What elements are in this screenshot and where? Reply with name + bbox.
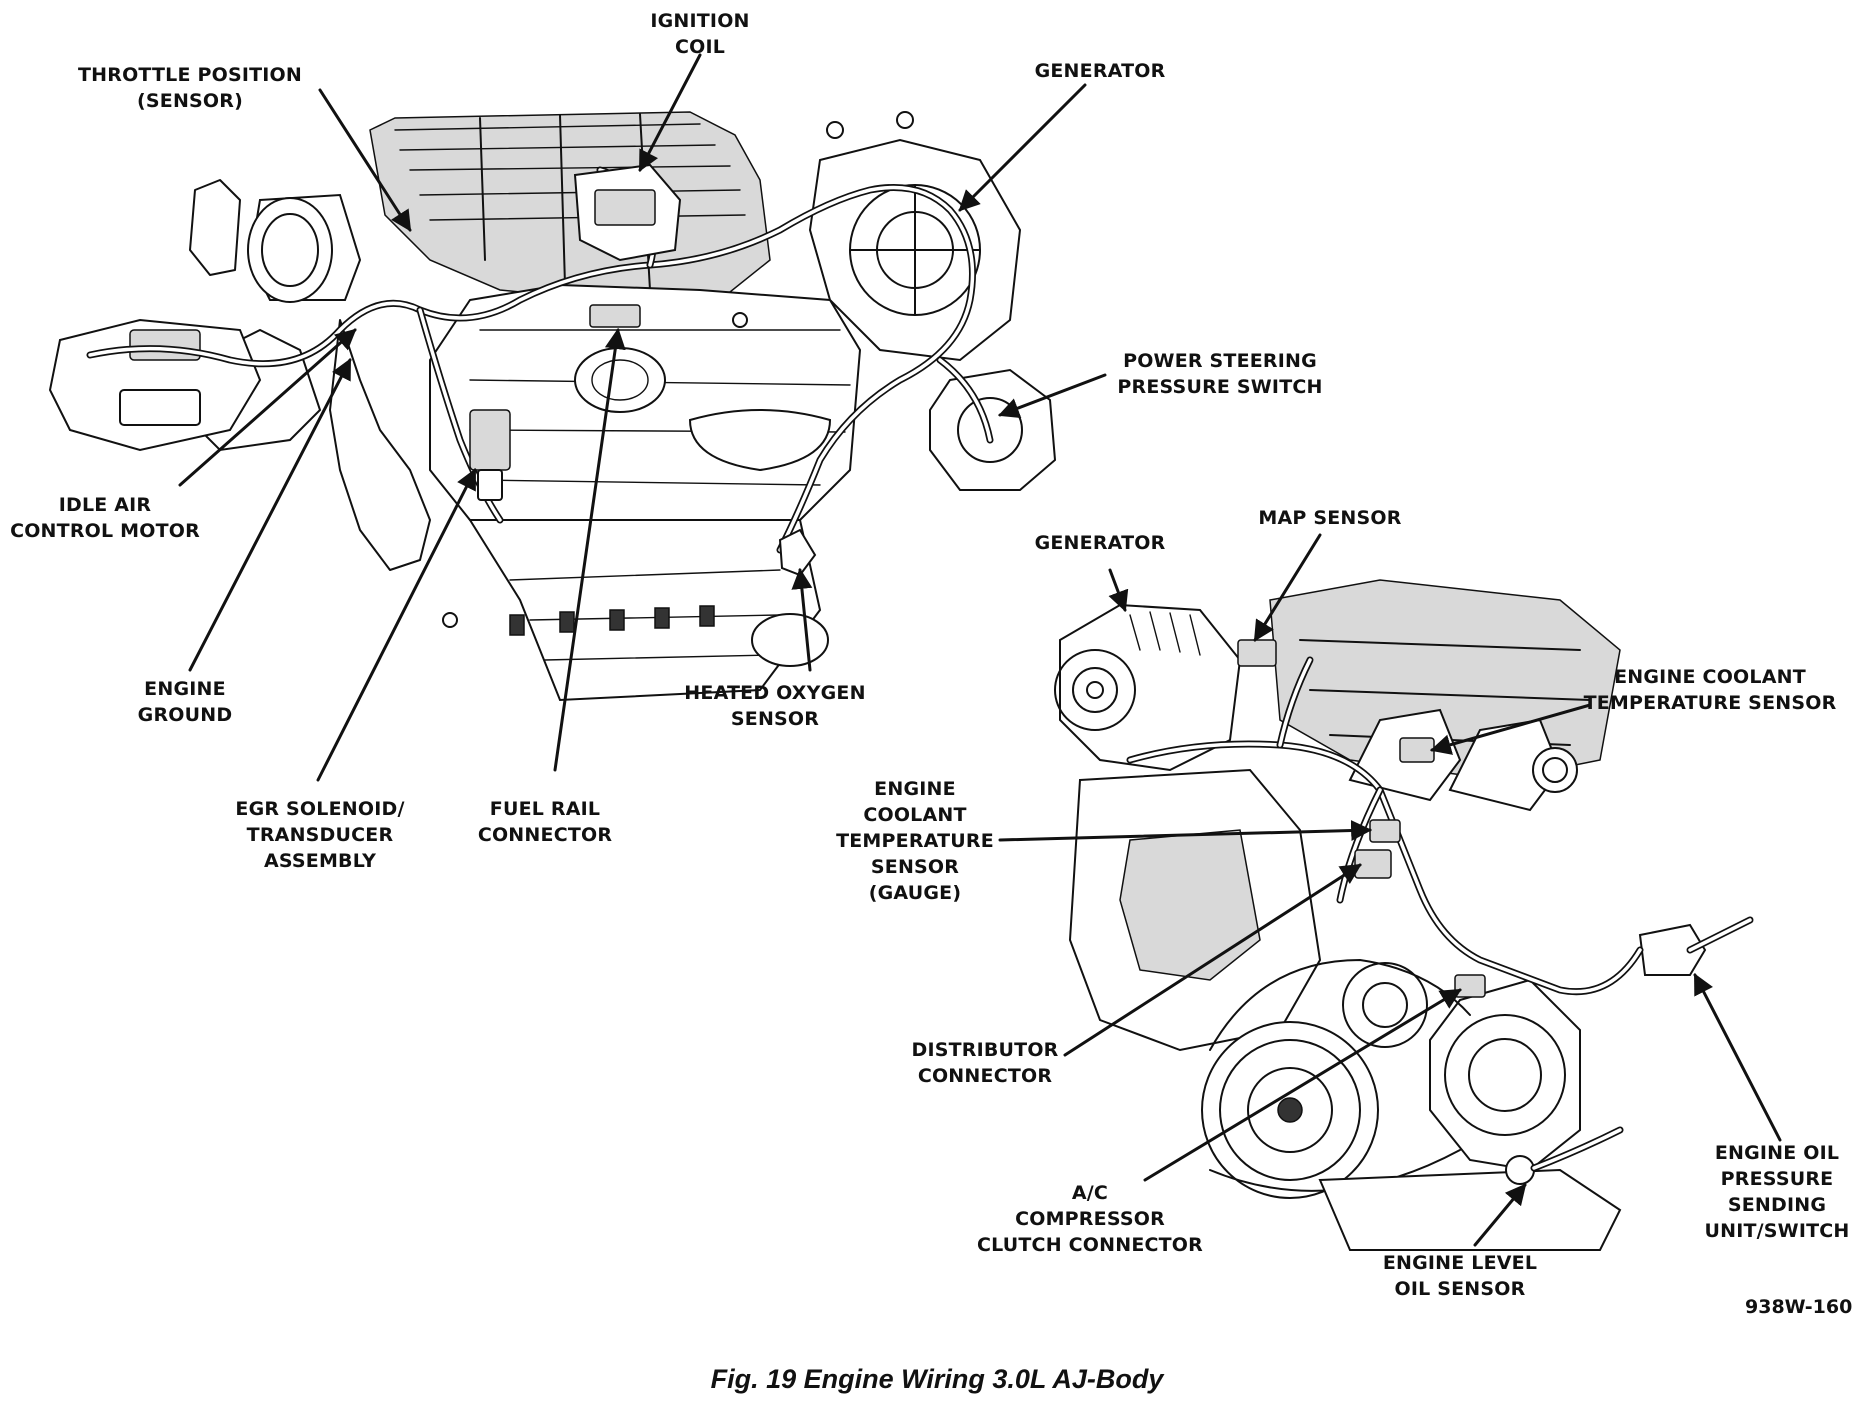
label-fuel-rail-connector: FUEL RAIL CONNECTOR [477, 798, 613, 846]
label-engine-ground: ENGINE GROUND [137, 678, 233, 726]
oxygen-sensor-part [778, 528, 817, 577]
oil-pressure-sender-part [1638, 923, 1707, 976]
coolant-sensor-gauge-part [1369, 819, 1401, 843]
label-engine-coolant-temperature-sensor-gauge: ENGINE COOLANT TEMPERATURE SENSOR (GAUGE… [836, 778, 994, 904]
label-power-steering-pressure-switch: POWER STEERING PRESSURE SWITCH [1117, 350, 1323, 398]
label-throttle-position-sensor: THROTTLE POSITION (SENSOR) [77, 64, 302, 112]
label-engine-oil-pressure-sending-unit: ENGINE OIL PRESSURE SENDING UNIT/SWITCH [1704, 1142, 1850, 1242]
ac-compressor [1429, 978, 1581, 1172]
figure-code: 938W-160 [1745, 1296, 1853, 1318]
top-engine-view [48, 111, 1057, 702]
ac-clutch-connector-part [1454, 974, 1486, 998]
label-ignition-coil: IGNITION COIL [650, 10, 750, 58]
coolant-sensor-part [1399, 737, 1435, 763]
label-ac-compressor-clutch-connector: A/C COMPRESSOR CLUTCH CONNECTOR [977, 1182, 1203, 1256]
label-map-sensor: MAP SENSOR [1258, 507, 1402, 529]
label-distributor-connector: DISTRIBUTOR CONNECTOR [911, 1039, 1059, 1087]
label-egr-solenoid-transducer-assembly: EGR SOLENOID/ TRANSDUCER ASSEMBLY [235, 798, 405, 872]
label-engine-level-oil-sensor: ENGINE LEVEL OIL SENSOR [1382, 1252, 1538, 1300]
map-sensor-part [1237, 639, 1277, 667]
intake-plenum [369, 111, 771, 301]
label-generator-bottom: GENERATOR [1034, 532, 1166, 554]
leader-lines [178, 53, 1782, 1247]
label-generator-top: GENERATOR [1034, 60, 1166, 82]
power-steering-pump [929, 368, 1057, 491]
egr-solenoid-part [469, 409, 511, 471]
fuel-rail-connector-part [589, 304, 641, 328]
label-engine-coolant-temperature-sensor: ENGINE COOLANT TEMPERATURE SENSOR [1583, 666, 1837, 714]
lower-block [468, 519, 822, 702]
label-heated-oxygen-sensor: HEATED OXYGEN SENSOR [684, 682, 866, 730]
label-idle-air-control-motor: IDLE AIR CONTROL MOTOR [10, 494, 200, 542]
oil-level-sensor-part [1505, 1155, 1535, 1185]
figure-caption: Fig. 19 Engine Wiring 3.0L AJ-Body [710, 1364, 1164, 1394]
